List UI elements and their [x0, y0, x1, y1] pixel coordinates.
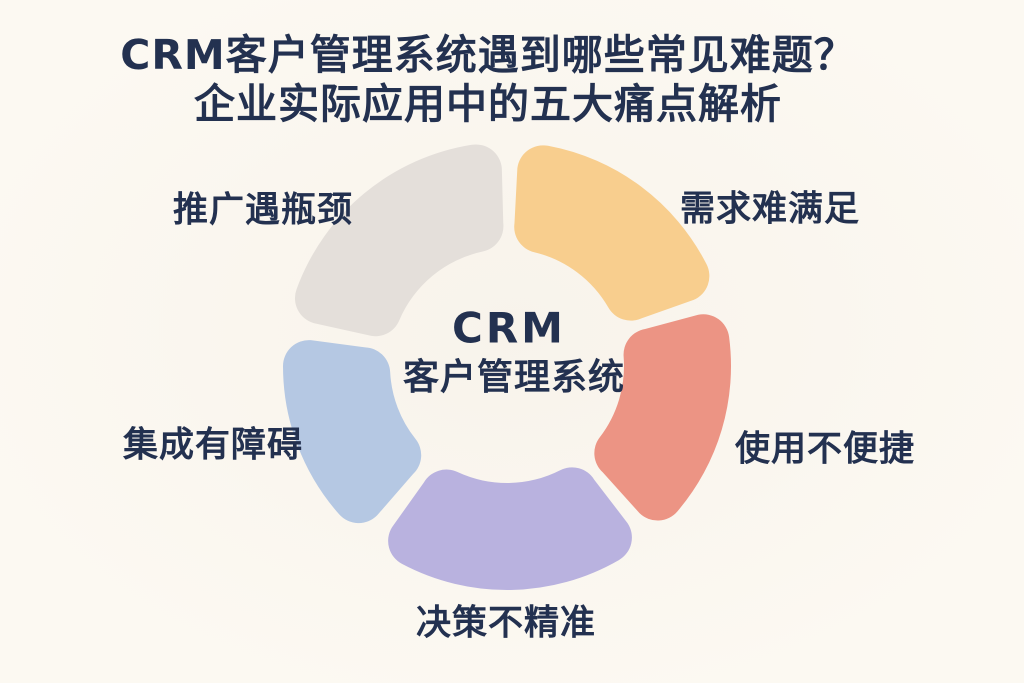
segment-label-top-right: 需求难满足	[679, 189, 861, 230]
donut-segment-bottom	[388, 467, 632, 590]
segment-label-right: 使用不便捷	[734, 429, 916, 470]
segment-label-top-left: 推广遇瓶颈	[172, 190, 354, 231]
donut-center-label-secondary: 客户管理系统	[402, 357, 626, 398]
donut-segment-left	[282, 340, 422, 524]
donut-segment-right	[594, 314, 732, 521]
donut-center-label-primary: CRM	[452, 303, 566, 353]
donut-segment-top-left	[294, 144, 504, 337]
page-title-line1: CRM客户管理系统遇到哪些常见难题？	[120, 31, 856, 79]
segment-label-left: 集成有障碍	[122, 425, 304, 466]
page-title-line2: 企业实际应用中的五大痛点解析	[194, 80, 782, 128]
segment-label-bottom: 决策不精准	[415, 603, 597, 644]
page-title: CRM客户管理系统遇到哪些常见难题？ 企业实际应用中的五大痛点解析	[120, 31, 855, 129]
donut-segment-top-right	[514, 145, 710, 321]
